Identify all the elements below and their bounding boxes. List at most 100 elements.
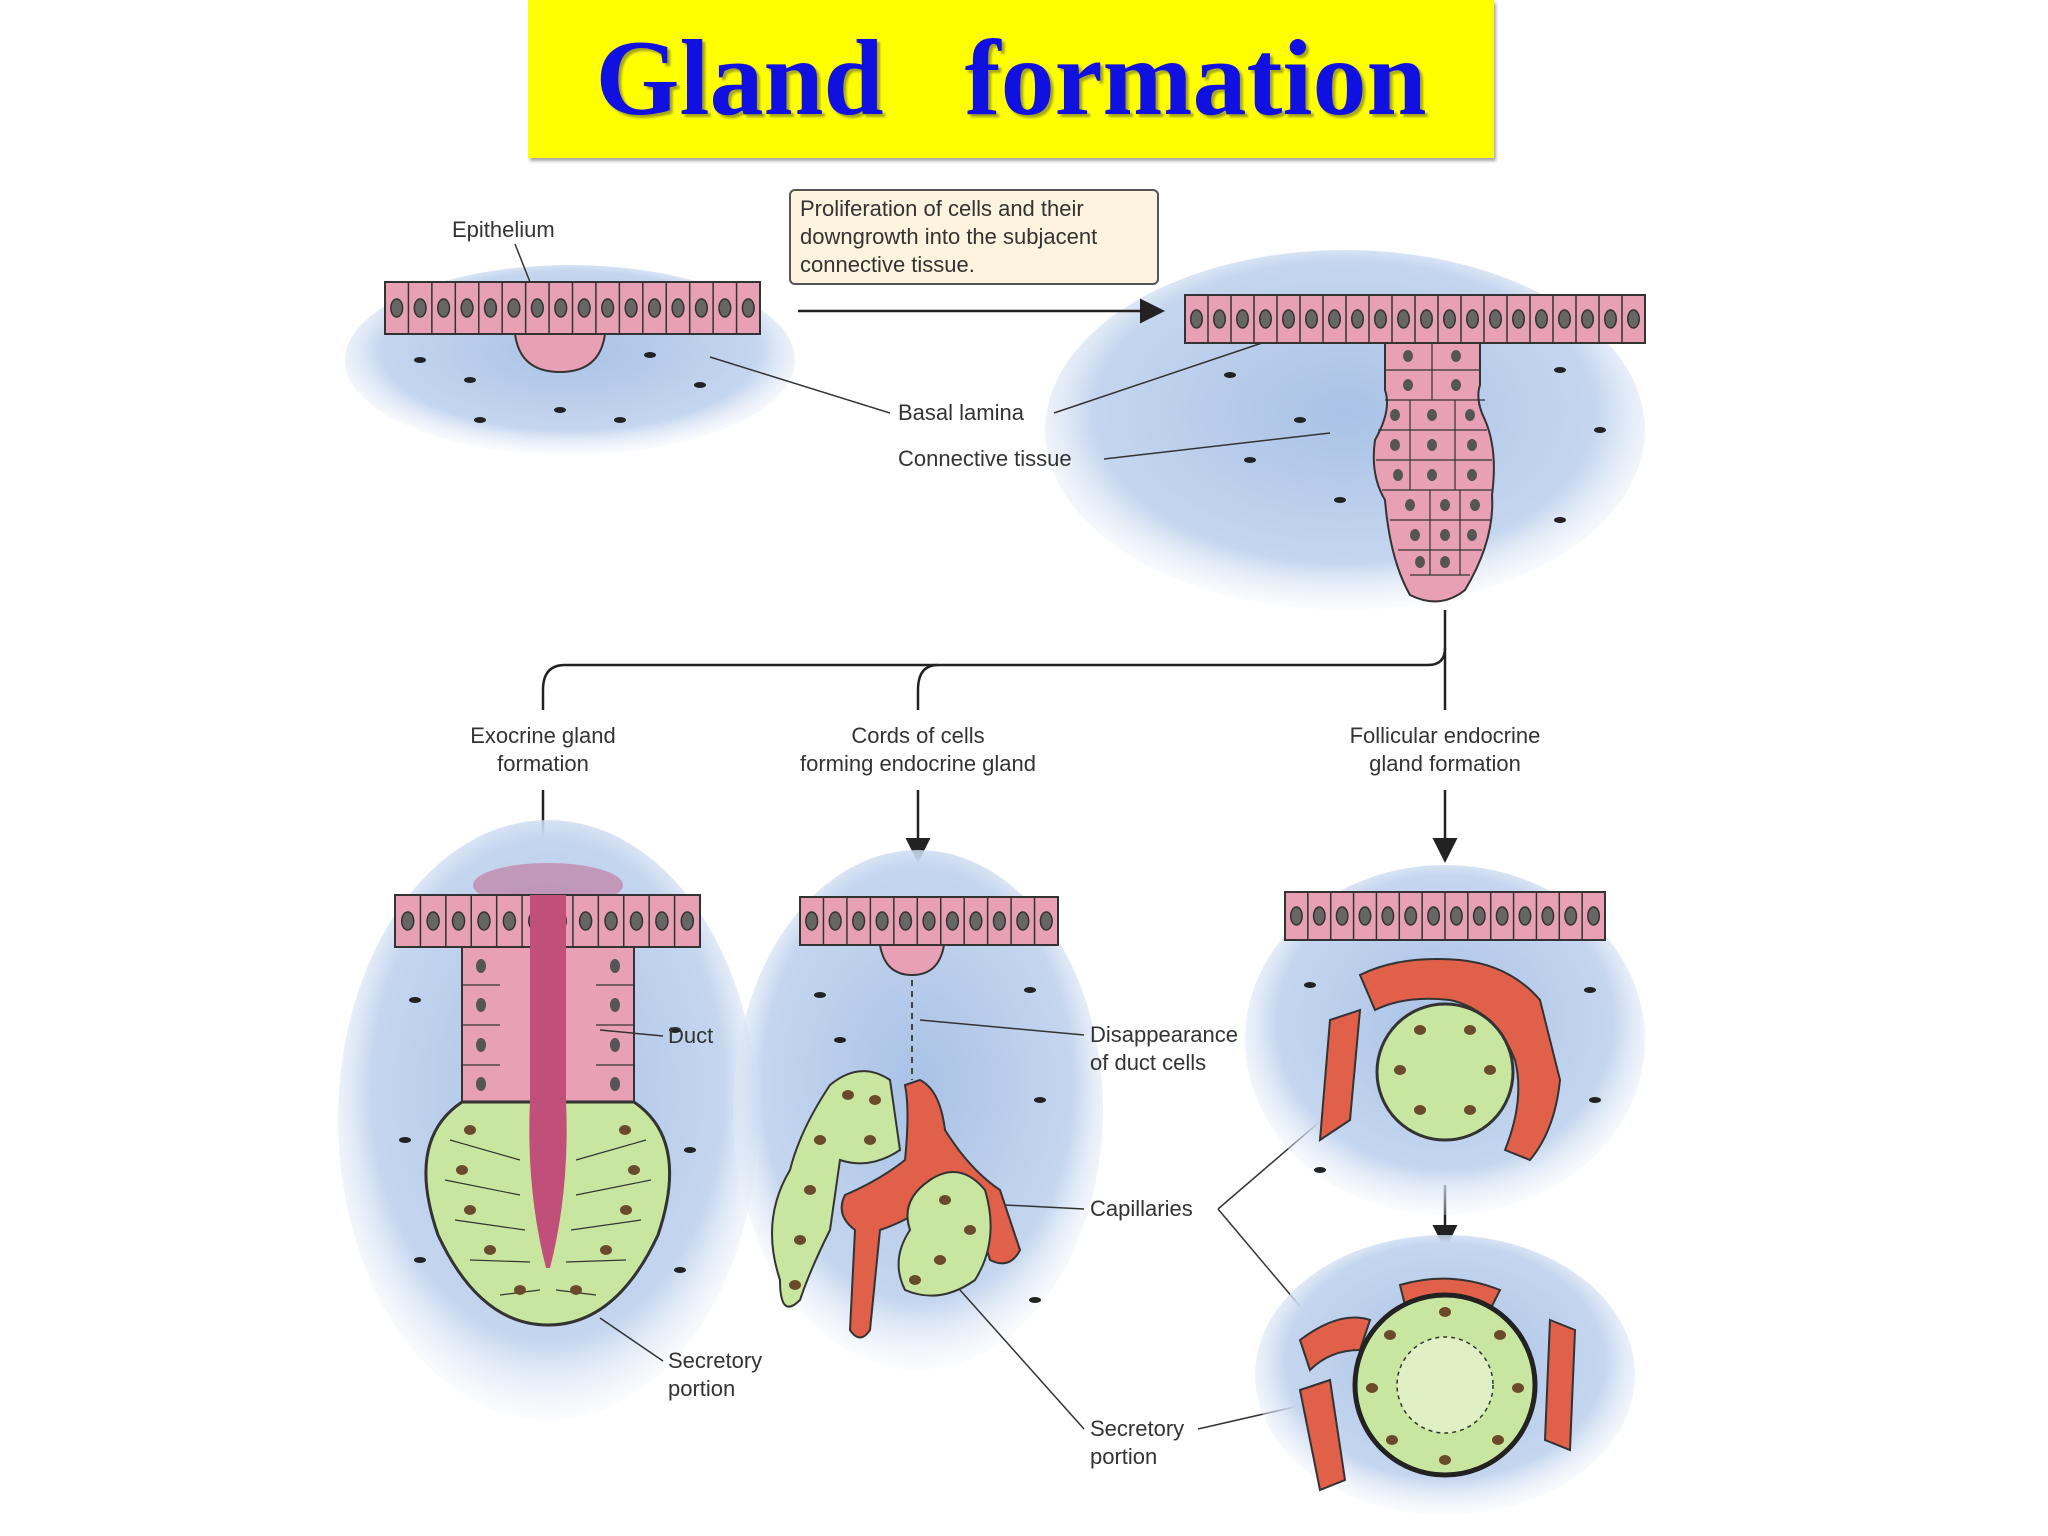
duct-cell-walls (462, 984, 634, 1066)
cell-nucleus (805, 911, 819, 931)
secretory-mid-label-1: Secretory (1090, 1416, 1184, 1441)
cell-nucleus (530, 298, 544, 318)
cell-nucleus (426, 911, 440, 931)
cell-nucleus (1512, 309, 1525, 329)
cell-nucleus (1420, 309, 1433, 329)
disappearance-label-1: Disappearance (1090, 1022, 1238, 1047)
cell-nucleus (1558, 309, 1571, 329)
cell-nucleus (477, 911, 491, 931)
cell-nucleus (1466, 309, 1479, 329)
cell-nucleus (507, 298, 521, 318)
cell-nucleus (601, 298, 615, 318)
capillary (1318, 1008, 1362, 1142)
cell-nucleus (852, 911, 866, 931)
secretory-left-leader (599, 1317, 664, 1362)
epithelial-cells (1289, 892, 1601, 940)
cell-nucleus (1374, 309, 1387, 329)
cell-nucleus (1564, 906, 1578, 926)
cell-nucleus (694, 298, 709, 318)
proliferation-line-1: Proliferation of cells and their (800, 196, 1084, 221)
duct-leader (599, 1029, 664, 1037)
capillaries-label: Capillaries (1090, 1196, 1193, 1221)
cell-nucleus (1381, 906, 1395, 926)
cell-nucleus (390, 298, 404, 318)
page-title: Gland formation (595, 19, 1427, 138)
cell-nucleus (1259, 309, 1272, 329)
cell-nucleus (1449, 906, 1463, 926)
cell-nucleus (1351, 309, 1364, 329)
basal-lamina-leader-left (709, 356, 891, 414)
cell-nucleus (828, 911, 842, 931)
panel-initial-epithelium (345, 265, 795, 455)
duct-label: Duct (668, 1023, 713, 1048)
cell-nucleus (898, 911, 913, 931)
cell-nucleus (1335, 906, 1349, 926)
proliferation-line-2: downgrowth into the subjacent (800, 224, 1097, 249)
cell-nucleus (436, 298, 451, 318)
cell-nucleus (1358, 906, 1372, 926)
cell-nucleus (1627, 309, 1640, 329)
follicular-label-2: gland formation (1369, 751, 1521, 776)
epithelial-cells (390, 282, 755, 334)
capillary (1298, 1316, 1372, 1372)
cell-nucleus (1604, 309, 1617, 329)
follicle-colloid (1396, 1336, 1494, 1434)
cord-nuclei (789, 1090, 976, 1290)
duct-lumen (529, 895, 567, 1268)
cell-nucleus (945, 911, 960, 931)
basal-lamina-leader-right (1053, 342, 1263, 414)
follicle (1375, 1002, 1515, 1142)
cell-nucleus (1039, 911, 1053, 931)
capillaries-leader-mid (1004, 1204, 1085, 1210)
cell-nucleus (741, 298, 755, 318)
cell-nucleus (1404, 906, 1418, 926)
cell-nucleus (1312, 906, 1326, 926)
cell-nucleus (1587, 906, 1601, 926)
cell-nucleus (1518, 906, 1532, 926)
cell-nucleus (554, 298, 568, 318)
downgrowth-nuclei (1390, 350, 1480, 568)
cell-nucleus (655, 911, 669, 931)
cell-nucleus (718, 298, 732, 318)
cell-nucleus (451, 911, 466, 931)
secretory-mid-leader (959, 1289, 1085, 1430)
epithelial-cells (805, 897, 1053, 945)
cords-label-2: forming endocrine gland (800, 751, 1036, 776)
title-banner: Gland formation (528, 0, 1494, 158)
connective-tissue-nuclei (1304, 982, 1601, 1173)
cell-nucleus (1282, 309, 1295, 329)
disappearance-leader (919, 1019, 1085, 1036)
cell-nucleus (680, 911, 695, 931)
cell-nucleus (1427, 906, 1441, 926)
cell-nucleus (577, 298, 591, 318)
cell-nucleus (1535, 309, 1548, 329)
follicle-nuclei (1394, 1025, 1496, 1115)
endocrine-cord (771, 1070, 902, 1308)
basal-lamina-label: Basal lamina (898, 400, 1025, 425)
cell-nucleus (400, 911, 415, 931)
cell-nucleus (647, 298, 662, 318)
cell-nucleus (1472, 906, 1486, 926)
secretory-left-label-1: Secretory (668, 1348, 762, 1373)
cell-nucleus (969, 911, 983, 931)
epithelial-bud (513, 333, 607, 374)
cell-nucleus (1489, 309, 1502, 329)
cell-nucleus (629, 911, 644, 931)
downgrowth-cell-walls (1376, 343, 1492, 576)
duct-nuclei (476, 959, 620, 1091)
cords-label-1: Cords of cells (851, 723, 984, 748)
proliferation-step: Proliferation of cells and their downgro… (789, 189, 1165, 324)
capillary (1543, 1318, 1577, 1452)
cell-nucleus (671, 298, 685, 318)
cell-nucleus (875, 911, 889, 931)
exocrine-label-1: Exocrine gland (470, 723, 616, 748)
panel-follicle-forming (1245, 865, 1645, 1215)
epithelium-layer (799, 896, 1059, 946)
cell-nucleus (1581, 309, 1594, 329)
secretory-mid-label-2: portion (1090, 1444, 1157, 1469)
cell-nucleus (502, 911, 517, 931)
capillary (1358, 958, 1562, 1162)
exocrine-label-2: formation (497, 751, 589, 776)
connective-tissue-nuclei (399, 997, 696, 1273)
endocrine-cord (897, 1171, 992, 1297)
